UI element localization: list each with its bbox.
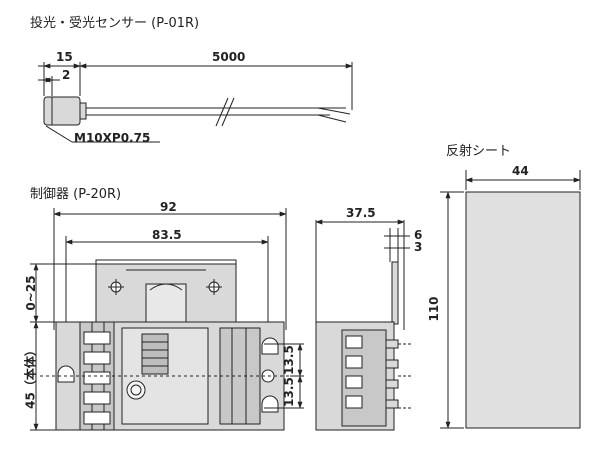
controller-width: 92 (160, 200, 177, 214)
thread-label: M10XP0.75 (74, 131, 151, 145)
controller-pitch: 83.5 (152, 228, 182, 242)
sensor-tip-length: 2 (62, 68, 71, 82)
controller-top-range: 0~25 (24, 275, 38, 311)
controller-pitch-lower: 13.5 (282, 377, 296, 407)
sensor-total-length: 15 (56, 50, 73, 64)
controller-body-height: 45（本体） (23, 344, 38, 409)
thickness-dim: 3 (414, 240, 423, 254)
sensor-cable-length: 5000 (212, 50, 246, 64)
sensor-drawing (38, 62, 353, 143)
reflector-title: 反射シート (446, 144, 512, 159)
bracket-dim: 6 (414, 228, 423, 242)
controller-front-view (30, 208, 304, 431)
controller-depth: 37.5 (346, 206, 376, 220)
controller-side-view (315, 219, 412, 431)
reflector-height: 110 (427, 296, 441, 322)
reflector-sheet (440, 170, 581, 429)
reflector-width: 44 (512, 164, 529, 178)
controller-title: 制御器 (P-20R) (30, 187, 122, 202)
sensor-title: 投光・受光センサー (P-01R) (30, 16, 200, 31)
